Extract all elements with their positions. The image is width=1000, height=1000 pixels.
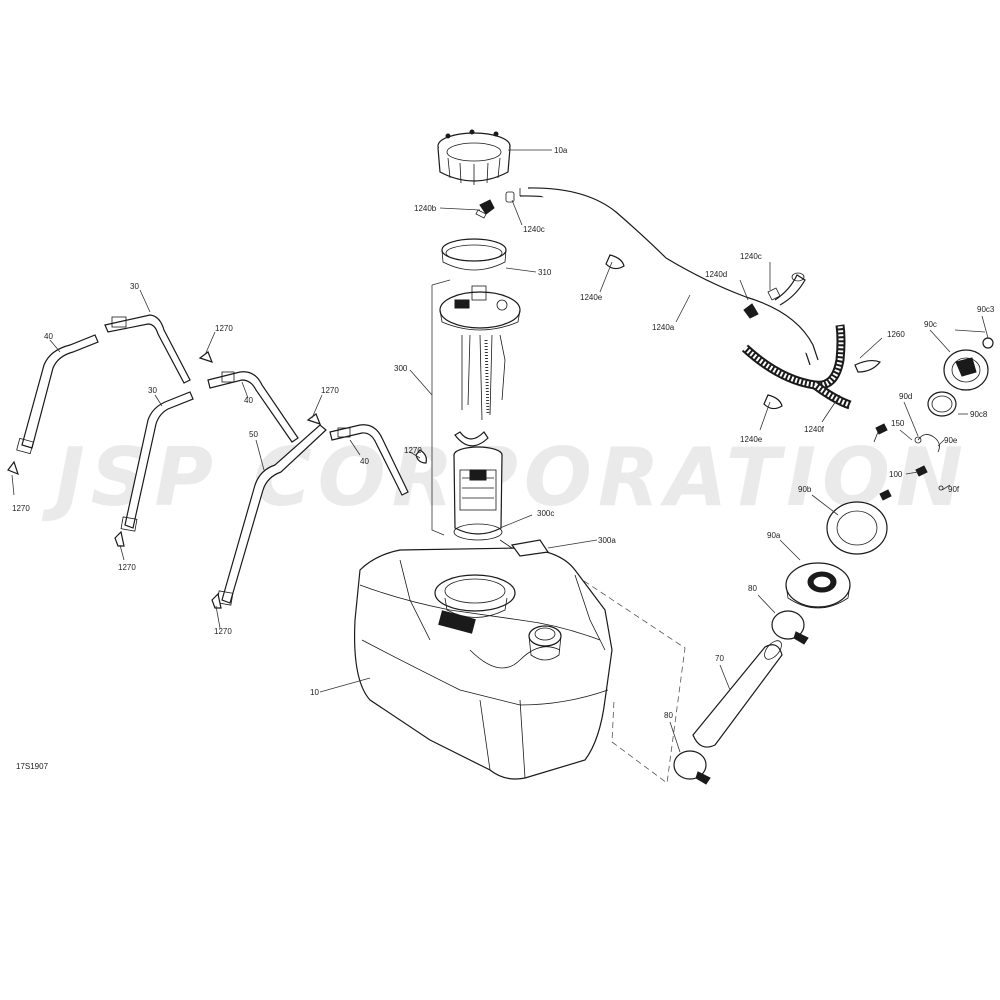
label-1240d: 1240d — [705, 270, 727, 279]
label-90f: 90f — [948, 485, 960, 494]
assembly-dashed-outline — [583, 580, 686, 784]
filler-cap-assembly — [873, 337, 994, 501]
label-90e: 90e — [944, 436, 958, 445]
fuel-pump-module — [431, 279, 550, 557]
seal-ring — [441, 238, 507, 271]
label-1240f: 1240f — [804, 425, 825, 434]
hose-fittings-top — [475, 191, 515, 219]
fuel-tank — [354, 547, 613, 780]
label-40-mid: 40 — [244, 396, 253, 405]
label-90c8: 90c8 — [970, 410, 988, 419]
label-40-left: 40 — [44, 332, 53, 341]
label-1240c-top: 1240c — [523, 225, 545, 234]
label-90c3: 90c3 — [977, 305, 995, 314]
label-1270-b: 1270 — [321, 386, 339, 395]
label-300c: 300c — [537, 509, 554, 518]
vent-hose-corrugated — [741, 324, 852, 410]
label-1260: 1260 — [887, 330, 905, 339]
label-50: 50 — [249, 430, 258, 439]
label-1240a: 1240a — [652, 323, 675, 332]
label-80-bottom: 80 — [664, 711, 673, 720]
fill-tube-assembly — [673, 610, 809, 785]
strap-clips — [7, 351, 427, 609]
part-labels: 10a 1240b 1240c 310 1240e 1240a 1240c 12… — [12, 146, 995, 720]
label-1270-left: 1270 — [12, 504, 30, 513]
label-90b: 90b — [798, 485, 812, 494]
leader-lines — [11, 149, 989, 753]
label-1270-bottom: 1270 — [214, 627, 232, 636]
label-1240c-right: 1240c — [740, 252, 762, 261]
label-30-top: 30 — [130, 282, 139, 291]
label-1270-c: 1270 — [404, 446, 422, 455]
label-150: 150 — [891, 419, 905, 428]
label-70: 70 — [715, 654, 724, 663]
tank-straps — [16, 314, 409, 606]
watermark-text: JSP CORPORATION — [41, 431, 969, 524]
lock-ring — [437, 129, 511, 185]
label-1270-mid: 1270 — [118, 563, 136, 572]
label-100: 100 — [889, 470, 903, 479]
figure-code: 17S1907 — [16, 762, 49, 771]
label-10a: 10a — [554, 146, 568, 155]
label-300: 300 — [394, 364, 408, 373]
label-90a: 90a — [767, 531, 781, 540]
label-300a: 300a — [598, 536, 616, 545]
label-1270-a: 1270 — [215, 324, 233, 333]
label-40-right: 40 — [360, 457, 369, 466]
label-1240b: 1240b — [414, 204, 437, 213]
fuel-hose — [519, 187, 819, 366]
label-80-top: 80 — [748, 584, 757, 593]
label-10: 10 — [310, 688, 319, 697]
label-1240e-bottom: 1240e — [740, 435, 763, 444]
watermark: JSP CORPORATION — [41, 431, 969, 524]
label-90d: 90d — [899, 392, 912, 401]
label-1240e-top: 1240e — [580, 293, 603, 302]
label-30-mid: 30 — [148, 386, 157, 395]
filler-flange — [785, 501, 888, 609]
label-90c: 90c — [924, 320, 937, 329]
label-310: 310 — [538, 268, 552, 277]
